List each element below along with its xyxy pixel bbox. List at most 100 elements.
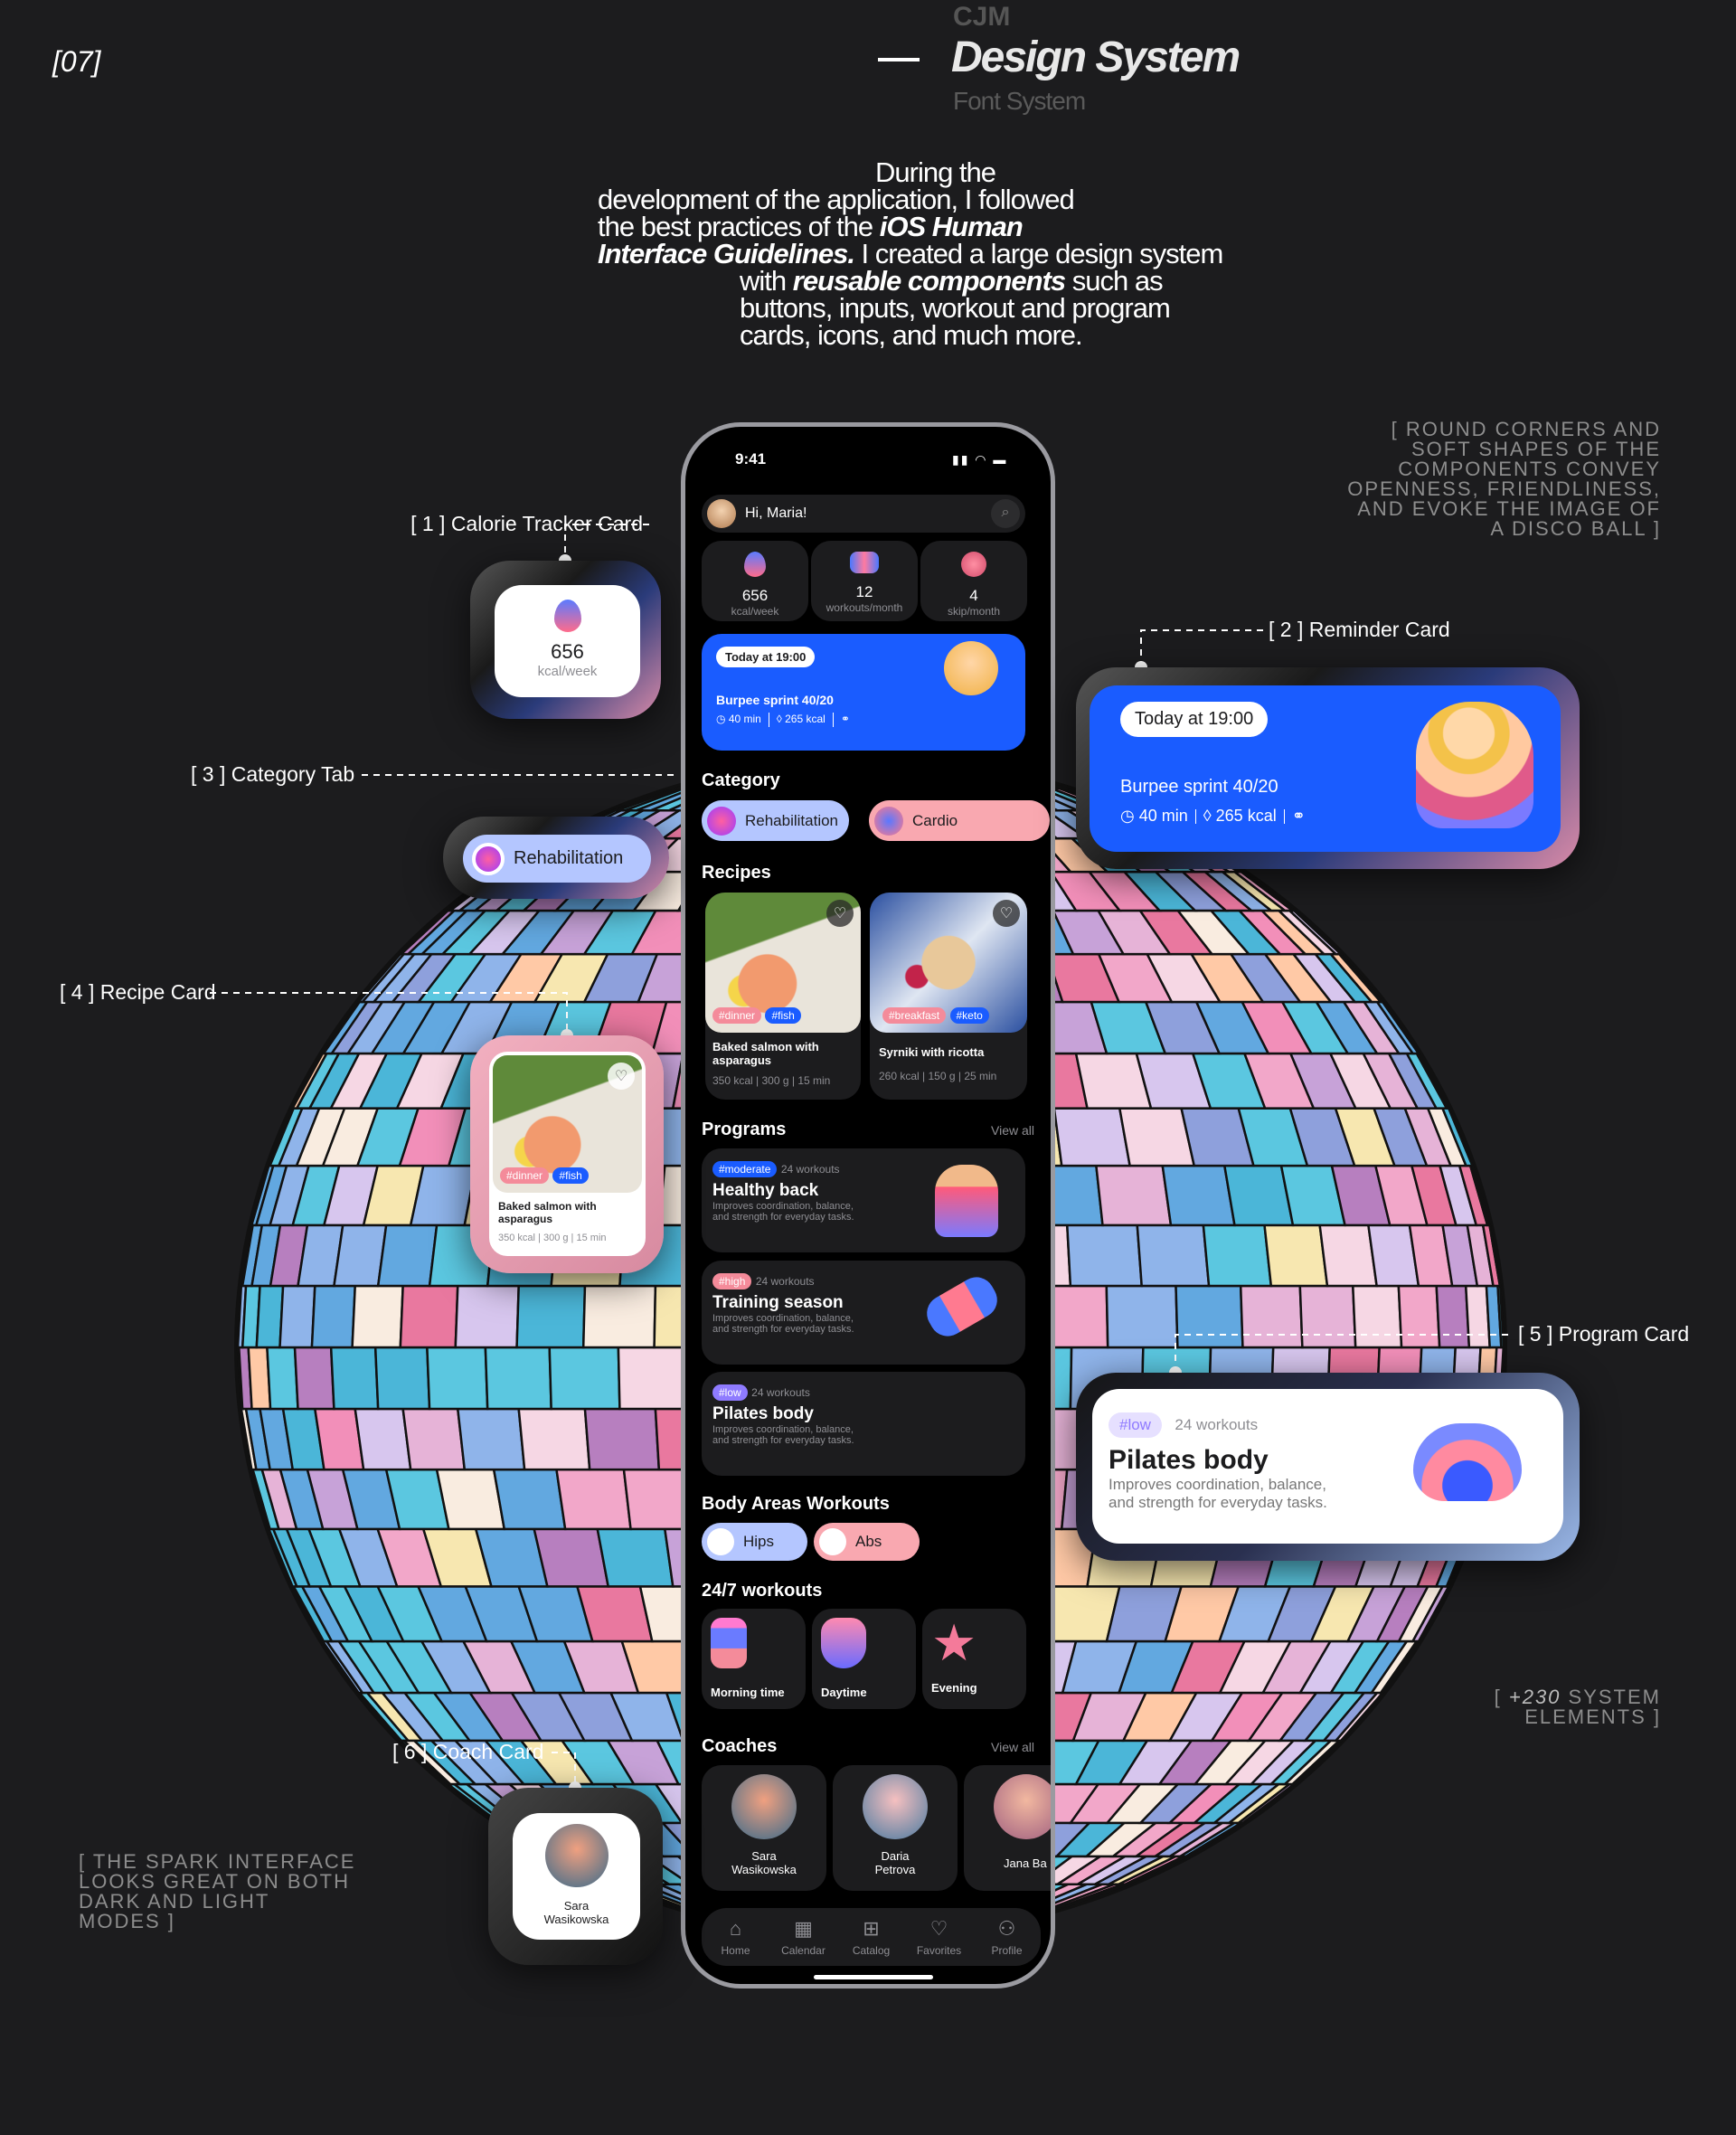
disco-tile — [329, 1346, 380, 1411]
disco-tile — [354, 1407, 412, 1471]
tab-catalog[interactable]: ⊞Catalog — [840, 1917, 903, 1957]
disco-tile — [555, 1468, 632, 1531]
program-name: Training season — [712, 1293, 844, 1312]
reminder-meta: ◷ 40 min◊ 265 kcal⚭ — [716, 713, 850, 727]
stat-card-skips[interactable]: 4 skip/month — [920, 541, 1027, 621]
tab-home[interactable]: ⌂Home — [704, 1917, 768, 1957]
disco-tile — [373, 1346, 431, 1411]
programs-view-all-link[interactable]: View all — [991, 1123, 1034, 1138]
recipe-meta: 350 kcal | 300 g | 15 min — [712, 1074, 831, 1087]
status-time: 9:41 — [735, 450, 767, 468]
disco-tile — [1065, 1223, 1144, 1288]
intro-line: Interface Guidelines. I created a large … — [598, 238, 1223, 269]
recipe-card[interactable]: ♡ #breakfast #keto Syrniki with ricotta … — [870, 893, 1027, 1100]
greeting: Hi, Maria! — [745, 505, 807, 521]
disco-tile — [515, 1284, 587, 1349]
program-card-large[interactable]: #low 24 workouts Pilates body Improves c… — [1092, 1389, 1563, 1544]
person-icon: ⚇ — [997, 1917, 1016, 1940]
disco-tile — [484, 1346, 552, 1411]
workout-time-card[interactable]: Morning time — [702, 1609, 806, 1709]
flame-icon — [553, 600, 581, 632]
nav-prev-section[interactable]: CJM — [953, 2, 1011, 32]
calorie-tracker-card[interactable]: 656 kcal/week — [495, 585, 640, 697]
coach-avatar — [731, 1774, 797, 1839]
coach-card[interactable]: Jana Ba — [964, 1765, 1051, 1891]
disco-tile — [1105, 1284, 1179, 1349]
trophy-icon — [821, 1618, 866, 1668]
disco-tile — [293, 1346, 335, 1411]
body-area-tab-abs[interactable]: Abs — [814, 1523, 920, 1561]
callout-reminder: [ 2 ] Reminder Card — [1269, 618, 1450, 641]
pause-icon — [961, 552, 986, 577]
reminder-title: Burpee sprint 40/20 — [1120, 777, 1278, 797]
callout-recipe-card: [ 4 ] Recipe Card — [60, 980, 216, 1004]
disco-tile — [581, 1284, 657, 1349]
callout-category-tab: [ 3 ] Category Tab — [191, 762, 355, 786]
heart-icon[interactable]: ♡ — [993, 900, 1020, 927]
tab-bar: ⌂Home ▦Calendar ⊞Catalog ♡Favorites ⚇Pro… — [702, 1908, 1041, 1966]
reminder-card-showcase: Today at 19:00 Burpee sprint 40/20 ◷ 40 … — [1076, 667, 1580, 869]
heart-icon[interactable]: ♡ — [826, 900, 854, 927]
recipe-card-showcase: ♡ #dinner #fish Baked salmon with aspara… — [470, 1035, 664, 1273]
program-card[interactable]: #high 24 workouts Training season Improv… — [702, 1261, 1025, 1365]
star-icon: ★ — [931, 1614, 977, 1671]
avatar[interactable] — [707, 499, 736, 528]
disco-tile — [1052, 1107, 1132, 1167]
program-card[interactable]: #low 24 workouts Pilates body Improves c… — [702, 1372, 1025, 1476]
disco-tile — [255, 1284, 285, 1349]
phone-mockup: 9:41 ▮▮ ◠ ▬ Hi, Maria! ⌕ 656 kcal/week 1… — [681, 422, 1055, 1989]
disco-tile — [596, 1527, 675, 1588]
disco-tile — [517, 1407, 591, 1471]
nav-next-section[interactable]: Font System — [953, 87, 1086, 115]
intro-line: the best practices of the iOS Human — [598, 211, 1024, 242]
category-tab-rehabilitation-large[interactable]: Rehabilitation — [463, 835, 651, 883]
disco-tile — [1435, 1284, 1471, 1349]
callout-program-card: [ 5 ] Program Card — [1518, 1322, 1690, 1346]
reminder-title: Burpee sprint 40/20 — [716, 693, 834, 707]
workout-time-card[interactable]: Daytime — [812, 1609, 916, 1709]
programs-title: Programs — [702, 1119, 787, 1139]
coach-card-large[interactable]: Sara Wasikowska — [513, 1813, 640, 1940]
recipe-card-large[interactable]: ♡ #dinner #fish Baked salmon with aspara… — [489, 1052, 646, 1256]
workout-time-card[interactable]: ★Evening — [922, 1609, 1026, 1709]
coach-card-showcase: Sara Wasikowska — [488, 1788, 663, 1965]
disco-tile — [278, 1284, 316, 1349]
tab-favorites[interactable]: ♡Favorites — [908, 1917, 971, 1957]
heart-icon[interactable]: ♡ — [608, 1063, 635, 1090]
category-title: Category — [702, 770, 780, 790]
tab-profile[interactable]: ⚇Profile — [976, 1917, 1039, 1957]
category-tab-rehabilitation[interactable]: Rehabilitation — [702, 800, 850, 841]
program-card[interactable]: #moderate 24 workouts Healthy back Impro… — [702, 1148, 1025, 1252]
disco-tile — [583, 1407, 661, 1471]
disco-tile — [1161, 1164, 1236, 1227]
recipe-meta: 350 kcal | 300 g | 15 min — [498, 1233, 607, 1243]
reminder-meta: ◷ 40 min◊ 265 kcal⚭ — [1120, 807, 1306, 825]
home-indicator — [814, 1975, 933, 1979]
intro-line: development of the application, I follow… — [598, 184, 1075, 215]
disco-tile — [310, 1284, 357, 1349]
coaches-view-all-link[interactable]: View all — [991, 1740, 1034, 1754]
disco-tile — [266, 1346, 299, 1411]
reminder-card-large[interactable]: Today at 19:00 Burpee sprint 40/20 ◷ 40 … — [1090, 685, 1561, 852]
lotus-icon — [1413, 1423, 1522, 1501]
section-index: [07] — [52, 45, 101, 78]
disco-tile — [454, 1284, 520, 1349]
stat-card-calories[interactable]: 656 kcal/week — [702, 541, 808, 621]
recipe-name: Baked salmon with asparagus — [712, 1040, 819, 1067]
category-tab-showcase: Rehabilitation — [443, 817, 669, 899]
category-tab-cardio[interactable]: Cardio — [869, 800, 1050, 841]
stat-card-workouts[interactable]: 12 workouts/month — [811, 541, 918, 621]
reminder-card[interactable]: Today at 19:00 Burpee sprint 40/20 ◷ 40 … — [702, 634, 1025, 751]
body-area-tab-hips[interactable]: Hips — [702, 1523, 807, 1561]
grid-icon: ⊞ — [863, 1917, 880, 1940]
coffee-cup-icon — [711, 1618, 747, 1668]
disco-tile — [376, 1223, 439, 1288]
recipe-card[interactable]: ♡ #dinner #fish Baked salmon with aspara… — [705, 893, 861, 1100]
tab-calendar[interactable]: ▦Calendar — [772, 1917, 835, 1957]
disco-tile — [1202, 1223, 1273, 1288]
disco-tile — [351, 1284, 404, 1349]
search-icon[interactable]: ⌕ — [991, 499, 1020, 528]
program-card-showcase: #low 24 workouts Pilates body Improves c… — [1076, 1373, 1580, 1561]
